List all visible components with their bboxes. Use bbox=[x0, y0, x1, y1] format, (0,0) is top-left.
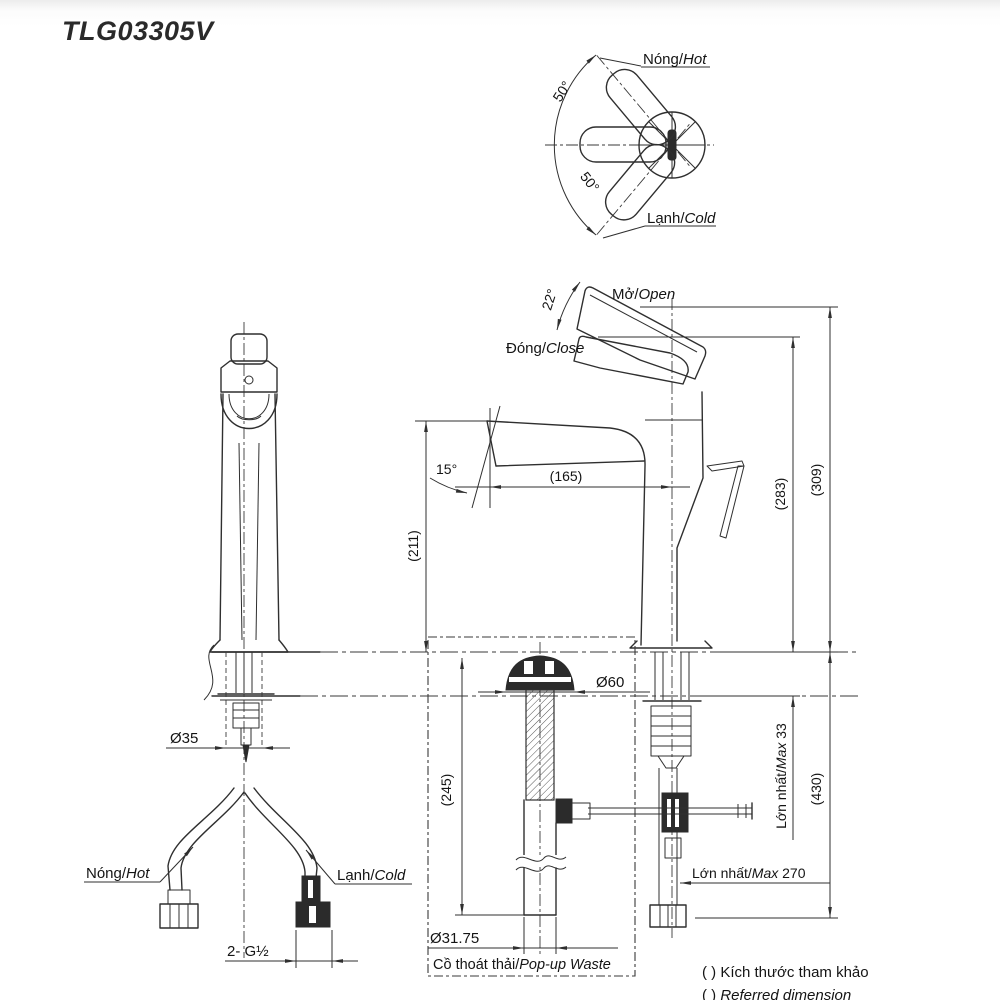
dim-open-height: (309) bbox=[808, 464, 824, 497]
lever-cold-position bbox=[605, 68, 677, 146]
hex-key-shaft bbox=[719, 465, 745, 539]
lever-hot-position bbox=[604, 143, 676, 221]
lever-open-position bbox=[576, 286, 707, 380]
popup-body-hatched bbox=[525, 689, 555, 801]
side-view-faucet: 22° Mở/Open Đóng/Close 15° (165) bbox=[429, 281, 838, 938]
spout-top-edge bbox=[486, 420, 646, 646]
front-cold-label: Lạnh/Cold bbox=[337, 867, 406, 884]
open-angle-arc bbox=[556, 281, 581, 331]
cold-hose-outer bbox=[253, 787, 318, 879]
hot-hose-outer bbox=[167, 787, 235, 891]
body-back-edge bbox=[676, 391, 704, 642]
mounting-nut-side bbox=[650, 705, 692, 757]
front-handle-knob bbox=[230, 333, 268, 365]
popup-flange bbox=[505, 655, 575, 691]
dim-popup-length: (245) bbox=[438, 774, 454, 807]
front-view-faucet: Nóng/Hot Lạnh/Cold Ø35 2- G½ bbox=[84, 322, 412, 968]
footnotes: ( ) Kích thước tham khảo ( ) Referred di… bbox=[702, 964, 869, 1000]
dim-thread-size: 2- G½ bbox=[227, 943, 269, 960]
dim-spout-reach: (165) bbox=[550, 468, 583, 484]
popup-waste-assembly: Ø60 (245) Ø31.75 Cồ thoát thải/Pop-up Wa… bbox=[427, 636, 753, 977]
note-vietnamese: ( ) Kích thước tham khảo bbox=[702, 964, 869, 981]
hub-slot bbox=[667, 129, 677, 161]
front-hot-label: Nóng/Hot bbox=[86, 865, 150, 882]
hot-hose-inner bbox=[180, 791, 245, 891]
dim-max-hose-length: Lớn nhất/Max 270 bbox=[692, 865, 806, 881]
dim-max-counter-thickness: Lớn nhất/Max 33 bbox=[773, 723, 789, 829]
side-base-flare bbox=[629, 640, 713, 649]
spout-height-dimension: (211) bbox=[405, 420, 487, 652]
lever-closed-position bbox=[573, 335, 689, 385]
front-aerator bbox=[236, 415, 262, 421]
top-view-handle-rotation: Nóng/Hot Lạnh/Cold 50° 50° bbox=[545, 51, 716, 239]
hot-hose-collar bbox=[167, 889, 191, 905]
front-handle-base bbox=[220, 360, 278, 393]
mounting-nut-front bbox=[232, 702, 260, 729]
angle-50-upper: 50° bbox=[549, 78, 574, 104]
angle-50-lower: 50° bbox=[577, 169, 603, 196]
dim-spout-height: (211) bbox=[405, 530, 421, 562]
pivot-nut bbox=[555, 798, 573, 824]
angle-15: 15° bbox=[436, 461, 457, 477]
front-base-flare bbox=[209, 639, 289, 653]
close-label: Đóng/Close bbox=[506, 340, 584, 357]
front-index-button bbox=[244, 375, 254, 385]
rotation-arc bbox=[553, 54, 597, 236]
lever-center-position bbox=[579, 126, 667, 163]
dim-total-under-height: (430) bbox=[808, 773, 824, 806]
model-number: TLG03305V bbox=[62, 16, 215, 46]
counter-break bbox=[203, 644, 215, 701]
dim-close-height: (283) bbox=[772, 478, 788, 511]
popup-boundary-box bbox=[427, 636, 636, 977]
angle-22: 22° bbox=[538, 287, 560, 312]
top-hot-label: Nóng/Hot bbox=[643, 51, 707, 68]
top-cold-label: Lạnh/Cold bbox=[647, 210, 716, 227]
rod-fitting bbox=[664, 837, 682, 859]
spout-angle-arc bbox=[429, 477, 468, 494]
open-label: Mở/Open bbox=[612, 286, 675, 303]
front-spout-inner bbox=[228, 393, 270, 420]
lift-rod-tip bbox=[242, 744, 250, 763]
dim-flange-diameter: Ø60 bbox=[596, 674, 624, 691]
dim-pipe-diameter: Ø31.75 bbox=[430, 930, 479, 947]
note-english: ( ) Referred dimension bbox=[702, 987, 851, 1000]
popup-waste-label: Cồ thoát thải/Pop-up Waste bbox=[433, 957, 611, 973]
height-dimensions: (283) (309) (430) Lớn nhất/Max 33 Lớn nh… bbox=[680, 307, 838, 919]
cold-hose-inner bbox=[244, 792, 306, 879]
dim-shank-diameter: Ø35 bbox=[170, 730, 198, 747]
